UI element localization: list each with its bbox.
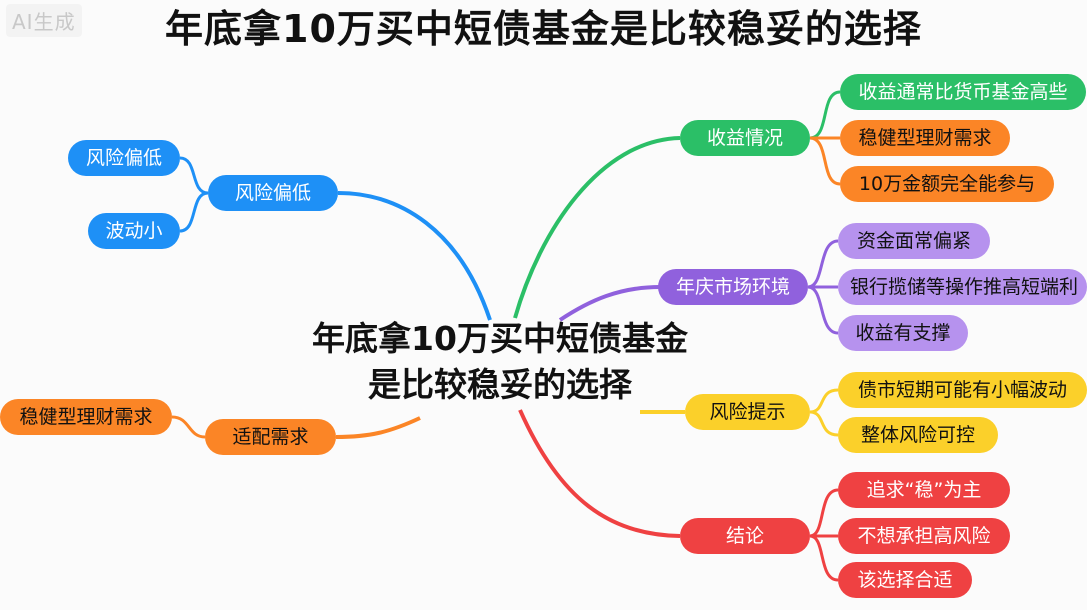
node-jielun[interactable]: 结论 [680, 518, 810, 554]
node-nianmo-child-3[interactable]: 收益有支撑 [838, 315, 968, 351]
node-shouyi-child-1[interactable]: 收益通常比货币基金高些 [840, 74, 1086, 110]
node-nianmo-child-2[interactable]: 银行揽储等操作推高短端利 [838, 269, 1087, 305]
connector-red-child [809, 534, 839, 582]
node-fengxian-piandi[interactable]: 风险偏低 [208, 175, 338, 211]
connector-red-child [809, 488, 839, 538]
node-fengxian-piandi-child-1[interactable]: 风险偏低 [68, 140, 180, 176]
connector-blue-main [337, 191, 492, 321]
connector-purple-child [807, 285, 839, 335]
node-shipei[interactable]: 适配需求 [205, 419, 336, 455]
connector-yellow-child [809, 388, 839, 414]
node-nianmo[interactable]: 年庆市场环境 [658, 269, 808, 305]
node-nianmo-child-1[interactable]: 资金面常偏紧 [838, 223, 990, 259]
center-topic-line1: 年底拿10万买中短债基金 [312, 319, 688, 358]
connector-green-child [809, 90, 841, 140]
node-shouyi[interactable]: 收益情况 [680, 120, 810, 156]
connector-orange-main [335, 416, 421, 439]
center-topic-line2: 是比较稳妥的选择 [368, 365, 632, 404]
node-fengxian-tishi[interactable]: 风险提示 [685, 394, 810, 430]
page-title: 年底拿10万买中短债基金是比较稳妥的选择 [165, 7, 922, 51]
node-jielun-child-3[interactable]: 该选择合适 [838, 562, 972, 598]
node-fengxian-tishi-child-1[interactable]: 债市短期可能有小幅波动 [838, 372, 1087, 408]
connector-blue-child [179, 191, 209, 233]
node-fengxian-tishi-child-2[interactable]: 整体风险可控 [838, 417, 998, 453]
node-jielun-child-2[interactable]: 不想承担高风险 [838, 518, 1010, 554]
connector-purple-main [558, 285, 661, 322]
node-shipei-child-1[interactable]: 稳健型理财需求 [0, 399, 172, 435]
node-jielun-child-1[interactable]: 追求“稳”为主 [838, 472, 1010, 508]
node-shouyi-child-3[interactable]: 10万金额完全能参与 [840, 166, 1054, 202]
node-shouyi-child-2[interactable]: 稳健型理财需求 [840, 120, 1010, 156]
connector-yellow-child [809, 410, 839, 437]
connector-orange-child [171, 415, 206, 439]
center-topic: 年底拿10万买中短债基金 是比较稳妥的选择 [230, 316, 770, 408]
connector-purple-child [807, 239, 839, 289]
ai-watermark: AI生成 [6, 4, 82, 37]
node-fengxian-piandi-child-2[interactable]: 波动小 [88, 213, 180, 249]
connector-red-main [518, 409, 681, 538]
connector-orange-child [809, 136, 841, 186]
connector-green-main [513, 136, 681, 319]
connector-blue-child [179, 156, 209, 195]
